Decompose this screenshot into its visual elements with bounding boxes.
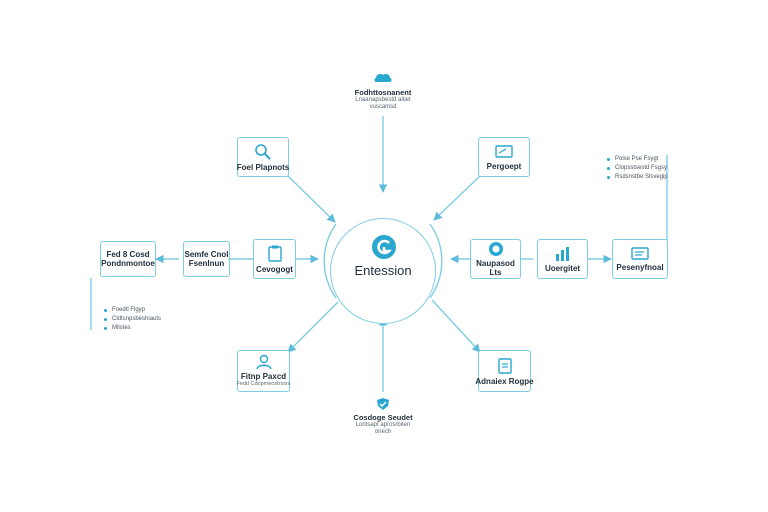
- bottom-node-subtitle-1: Lontsapt aprosrbiten: [355, 422, 411, 428]
- right-bullet-list: Polse Pse Fsygt Clopsstsestd Fsgsy Rsdsn…: [607, 155, 668, 182]
- left-bullet-list: Foedtl Flgyp Cldtsnpsbeshiauts Milstes: [104, 306, 161, 333]
- right-bullet-item: Clopsstsestd Fsgsy: [607, 164, 668, 173]
- document-icon: [497, 357, 512, 374]
- arrow-upper-right: [433, 175, 481, 221]
- top-node-subtitle-1: Lnaanapsbestd aitiet: [355, 97, 411, 103]
- lower-left-node[interactable]: Fitnp Paxcd Fedd Cdopmeostrssrs: [236, 350, 291, 392]
- right-inner-node[interactable]: Naupasod Lts: [470, 239, 521, 279]
- card-icon: [495, 144, 513, 158]
- left-bullet-item: Cldtsnpsbeshiauts: [104, 315, 161, 324]
- lower-left-node-label: Fitnp Paxcd: [240, 372, 287, 381]
- top-node-title: Fodhttosnanent: [354, 88, 412, 97]
- left-middle-node-label-1: Semfe Cnol: [184, 250, 229, 259]
- arrow-upper-left: [287, 175, 336, 223]
- clipboard-icon: [267, 245, 282, 262]
- left-middle-node-label-2: Fsenlnun: [188, 259, 225, 268]
- right-inner-node-label-1: Naupasod: [476, 259, 515, 268]
- checkmark-shield-icon: [377, 398, 389, 410]
- bottom-node[interactable]: Cosdoge Seudet Lontsapt aprosrbiten onec…: [340, 397, 426, 436]
- person-icon: [255, 354, 272, 370]
- brain-icon: [374, 74, 392, 82]
- left-inner-node-label: Cevogogt: [256, 264, 293, 274]
- bottom-node-title: Cosdoge Seudet: [353, 413, 413, 422]
- hub-node[interactable]: Entession: [330, 218, 436, 324]
- upper-right-node[interactable]: Pergoept: [478, 137, 530, 177]
- top-node[interactable]: Fodhttosnanent Lnaanapsbestd aitiet vusc…: [340, 72, 426, 111]
- left-outer-node-label-1: Fed 8 Cosd: [106, 250, 150, 259]
- left-outer-node[interactable]: Fed 8 Cosd Pondnmontoe: [100, 241, 156, 277]
- left-outer-node-label-2: Pondnmontoe: [101, 259, 155, 268]
- lower-right-node-label: Adnaiex Rogpe: [475, 376, 534, 386]
- left-middle-node[interactable]: Semfe Cnol Fsenlnun: [183, 241, 230, 277]
- arrow-lower-left: [287, 301, 339, 353]
- upper-left-node[interactable]: Foel Plapnots: [237, 137, 289, 177]
- circular-logo-icon: [372, 235, 396, 259]
- bar-chart-icon: [555, 246, 569, 261]
- right-outer-node[interactable]: Pesenyfnoal: [612, 239, 668, 279]
- hub-label: Entession: [354, 263, 412, 278]
- top-node-subtitle-2: vuscamsd: [369, 104, 397, 110]
- right-bullet-item: Polse Pse Fsygt: [607, 155, 668, 164]
- lower-left-node-subtitle: Fedd Cdopmeostrssrs: [236, 381, 291, 387]
- lower-right-node[interactable]: Adnaiex Rogpe: [475, 350, 534, 392]
- right-middle-node-label: Uoergitet: [544, 263, 581, 273]
- target-icon: [488, 242, 503, 256]
- bottom-node-subtitle-2: onech: [374, 429, 392, 435]
- left-bullet-item: Milstes: [104, 324, 161, 333]
- upper-right-node-label: Pergoept: [486, 161, 522, 171]
- arrow-lower-right: [431, 299, 481, 353]
- upper-left-node-label: Foel Plapnots: [236, 162, 290, 172]
- right-inner-node-label-2: Lts: [489, 268, 502, 277]
- magnifier-icon: [255, 143, 271, 160]
- right-outer-node-label: Pesenyfnoal: [616, 262, 664, 272]
- hub-arc-left: [323, 223, 337, 299]
- left-inner-node[interactable]: Cevogogt: [253, 239, 296, 279]
- window-icon: [631, 246, 649, 260]
- left-bullet-item: Foedtl Flgyp: [104, 306, 161, 315]
- hub-arc-right: [429, 223, 443, 299]
- right-bullet-item: Rsdsnstbe Slsvegip: [607, 173, 668, 182]
- right-middle-node[interactable]: Uoergitet: [537, 239, 588, 279]
